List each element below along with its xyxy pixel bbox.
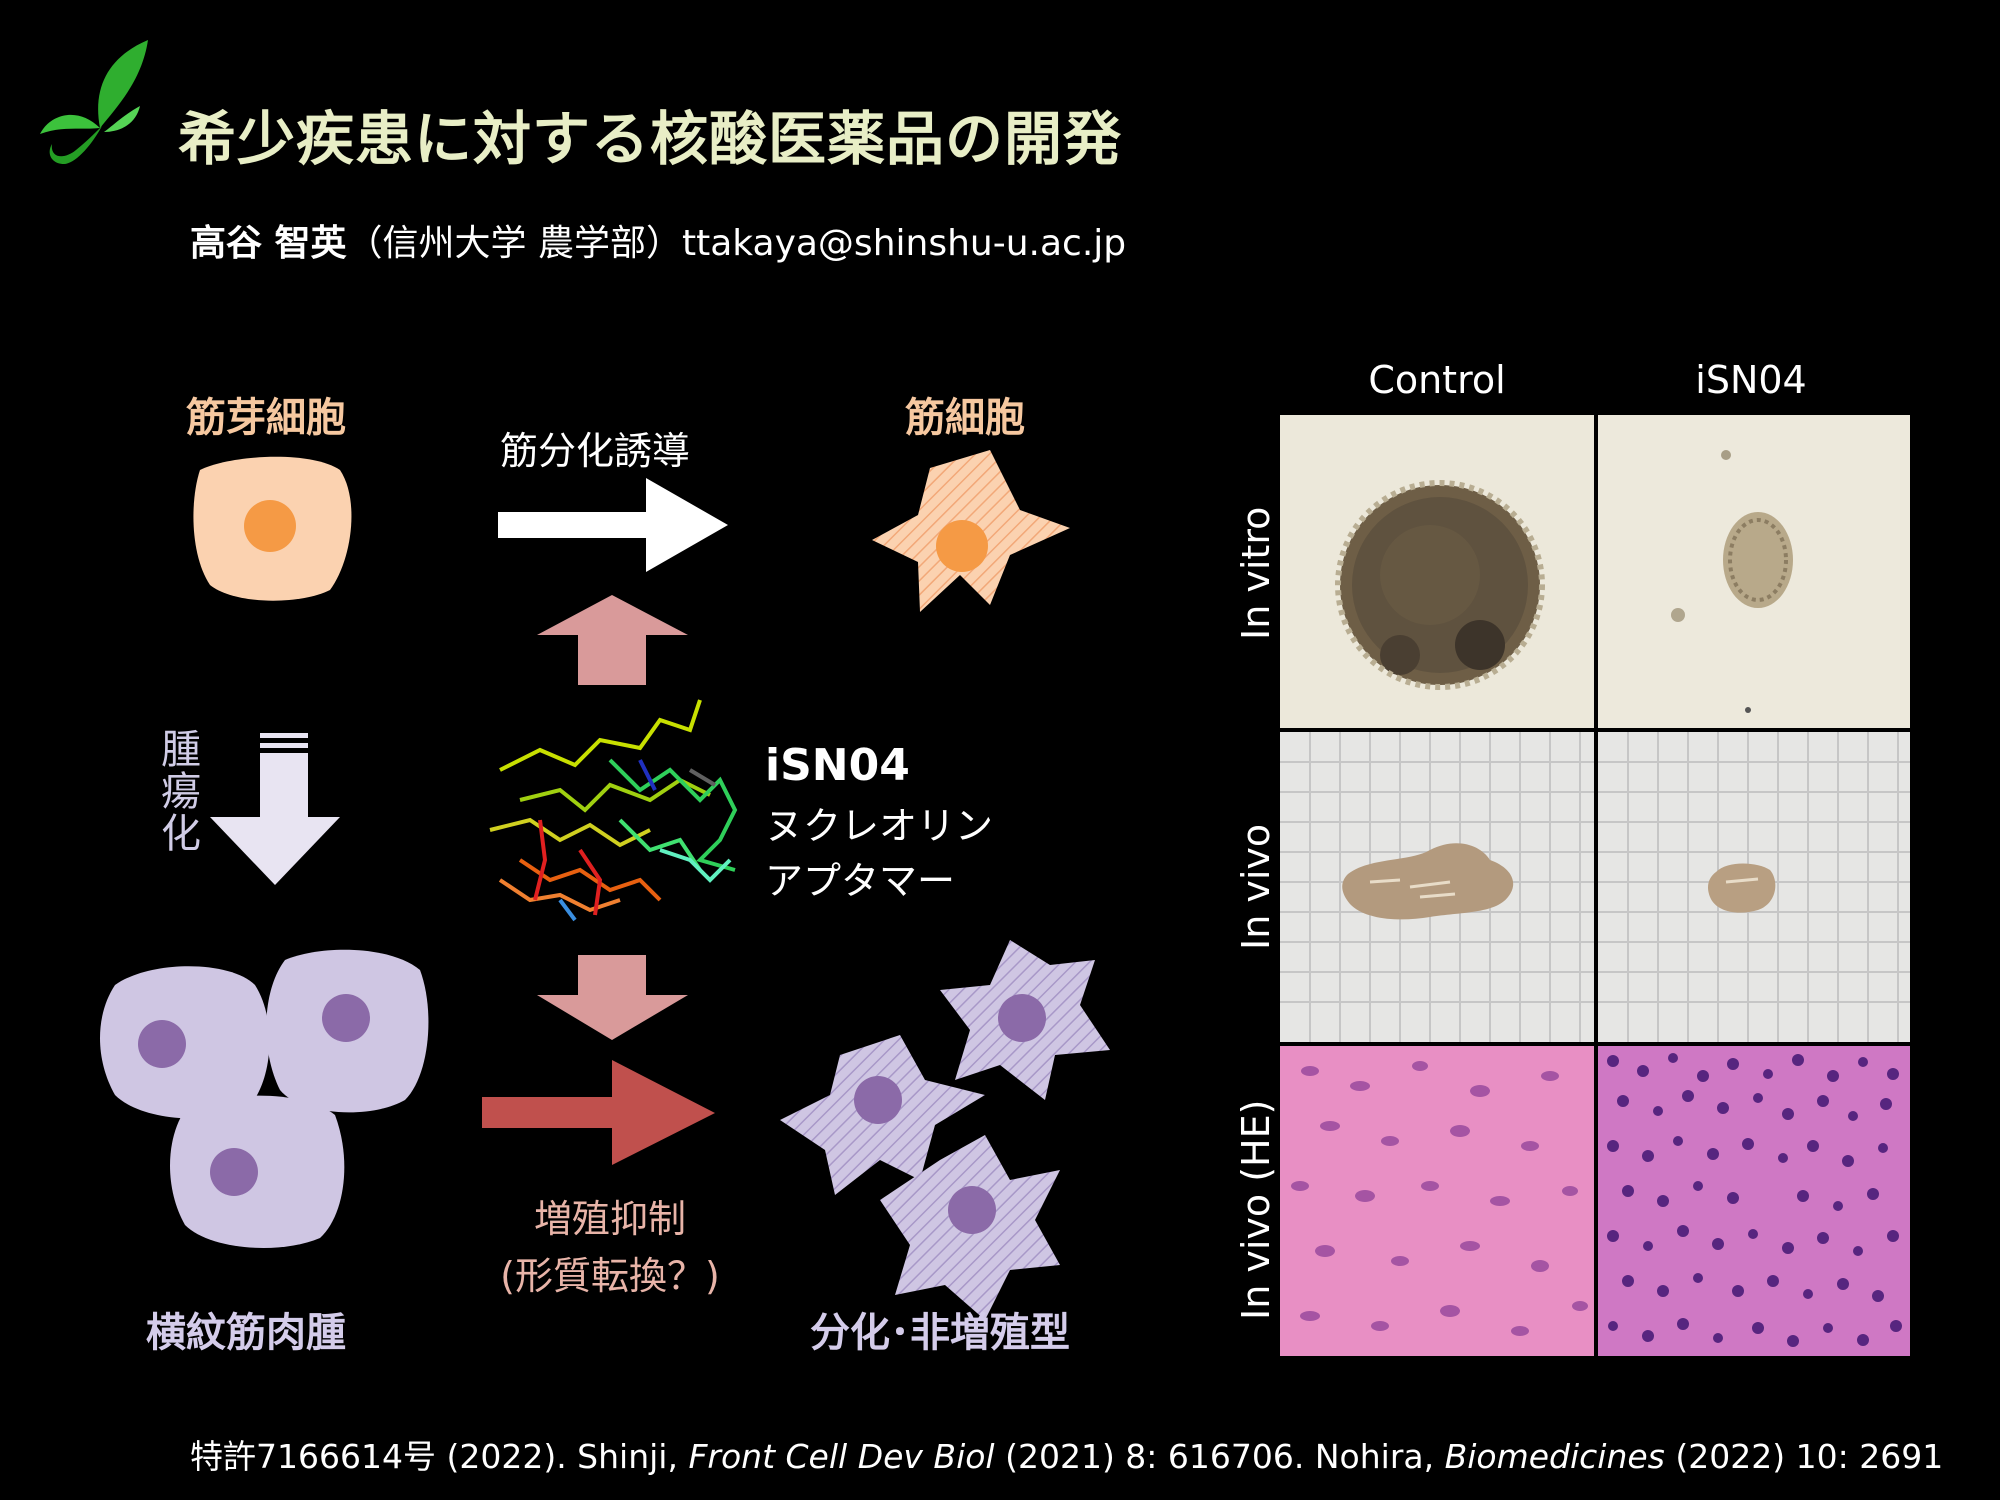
row-header-he: In vivo (HE) [1234,1099,1278,1320]
author-name: 高谷 智英 [190,223,347,264]
invivo-isn04-image [1598,732,1910,1042]
footer-journal-2: Biomedicines [1444,1437,1665,1476]
reference-footer: 特許7166614号 (2022). Shinji, Front Cell De… [190,1430,1943,1478]
column-header-control: Control [1368,358,1506,402]
myoblast-label: 筋芽細胞 [186,395,346,441]
invivo-control-image [1280,732,1594,1042]
phenotype-label: (形質転換？) [500,1254,720,1298]
growth-inhibition-label: 増殖抑制 [533,1197,686,1241]
invitro-isn04-image [1598,415,1910,728]
footer-citation-2: (2022) 10: 2691 [1664,1437,1944,1476]
rescue-up-arrow [537,595,688,685]
growth-inhibition-arrow [482,1060,715,1165]
differentiated-cell-2 [940,940,1110,1100]
tumorigenesis-arrow [210,733,340,885]
differentiated-label: 分化･非増殖型 [810,1310,1070,1356]
myotube-label: 筋細胞 [905,395,1025,441]
author-line: 高谷 智英（信州大学 農学部）ttakaya@shinshu-u.ac.jp [190,214,1126,266]
differentiated-cell-1 [780,1035,985,1195]
myoblast-nucleus [244,500,296,552]
aptamer-line1: ヌクレオリン [765,804,994,848]
footer-patent: 特許7166614号 (2022). Shinji, [190,1437,689,1476]
column-header-isn04: iSN04 [1695,358,1807,402]
he-isn04-image [1598,1046,1910,1356]
differentiation-arrow [498,478,728,572]
page-title: 希少疾患に対する核酸医薬品の開発 [178,105,1123,173]
footer-journal-1: Front Cell Dev Biol [688,1437,995,1476]
myotube-nucleus [936,520,988,572]
invitro-control-image [1280,415,1594,728]
aptamer-line2: アプタマー [765,859,956,903]
aptamer-molecule [489,699,738,922]
pathway-diagram [100,450,1110,1320]
he-control-image [1280,1046,1594,1356]
rhabdo-cell-3 [170,1095,345,1248]
differentiated-cell-3 [880,1135,1060,1320]
differentiation-label: 筋分化誘導 [500,429,691,473]
myoblast-cell [193,456,352,601]
author-affiliation: （信州大学 農学部） [346,223,682,264]
myotube-cell [872,450,1070,612]
aptamer-name: iSN04 [765,740,910,791]
tumorigenesis-label: 腫瘍化 [154,728,200,854]
author-email: ttakaya@shinshu-u.ac.jp [682,223,1127,264]
rescue-down-arrow [537,955,688,1040]
rhabdo-label: 横紋筋肉腫 [146,1310,346,1356]
row-header-invitro: In vitro [1234,506,1278,640]
rhabdo-cell-1 [100,966,270,1119]
row-header-invivo: In vivo [1234,823,1278,950]
leaf-logo-icon [40,40,148,164]
footer-citation-1: (2021) 8: 616706. Nohira, [994,1437,1445,1476]
rhabdo-cell-2 [266,949,429,1113]
